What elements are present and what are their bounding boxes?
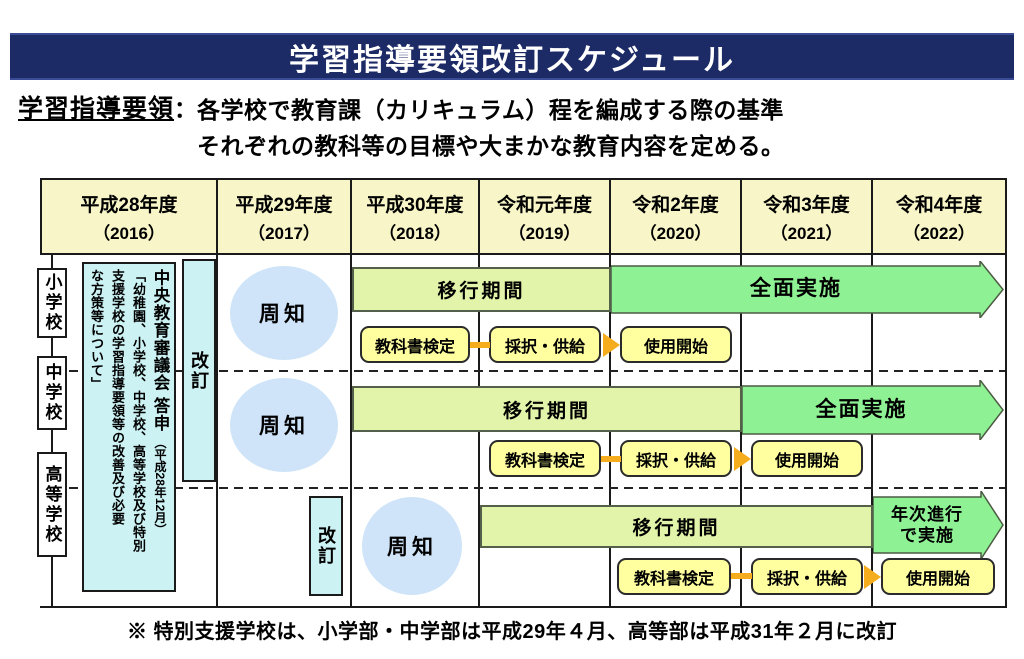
revision-box-high-school: 改訂 bbox=[309, 496, 343, 596]
council-report-heading: 中央教育審議会 答申 bbox=[151, 269, 169, 433]
connector-arrow-elementary bbox=[603, 333, 620, 357]
transition-bar-elementary: 移行期間 bbox=[352, 267, 611, 312]
step-use-start-junior-high: 使用開始 bbox=[751, 440, 863, 477]
year-header-2019: 令和元年度 （2019） bbox=[480, 180, 611, 253]
row-label-elementary: 小学校 bbox=[37, 268, 67, 338]
definition-term: 学習指導要領 bbox=[18, 95, 175, 123]
annual-implementation-label: 年次進行 で実施 bbox=[873, 491, 1005, 559]
connector-line-high-school bbox=[731, 573, 752, 579]
annual-implementation-line-2: で実施 bbox=[900, 526, 954, 545]
row-label-junior-high: 中学校 bbox=[37, 356, 67, 430]
step-adoption-supply-junior-high: 採択・供給 bbox=[620, 440, 732, 477]
definition-text: 各学校で教育課（カリキュラム）程を編成する際の基準 それぞれの教科等の目標や大ま… bbox=[197, 92, 785, 164]
year-header-2018: 平成30年度 （2018） bbox=[352, 180, 480, 253]
connector-arrow-junior-high bbox=[734, 447, 751, 471]
full-implementation-label: 全面実施 bbox=[815, 397, 908, 421]
year-header-row: 平成28年度 （2016） 平成29年度 （2017） 平成30年度 （2018… bbox=[40, 178, 1007, 255]
arrow-shape bbox=[611, 261, 1004, 318]
step-textbook-screening-junior-high: 教科書検定 bbox=[489, 440, 601, 477]
council-report-quote-1: 「幼稚園、小学校、中学校、高等学校及び特別 bbox=[131, 269, 146, 553]
footnote: ※ 特別支援学校は、小学部・中学部は平成29年４月、高等部は平成31年２月に改訂 bbox=[126, 621, 898, 643]
full-implementation-label: 全面実施 bbox=[750, 277, 842, 301]
title-banner: 学習指導要領改訂スケジュール bbox=[10, 33, 1014, 80]
announce-circle-high-school: 周知 bbox=[362, 497, 462, 595]
year-header-2017: 平成29年度 （2017） bbox=[218, 180, 352, 253]
step-textbook-screening-high-school: 教科書検定 bbox=[617, 558, 731, 595]
row-label-high-school: 高等学校 bbox=[37, 452, 67, 557]
step-use-start-elementary: 使用開始 bbox=[620, 326, 732, 363]
announce-circle-junior-high: 周知 bbox=[230, 378, 338, 472]
transition-bar-junior-high: 移行期間 bbox=[352, 386, 742, 432]
page-title: 学習指導要領改訂スケジュール bbox=[289, 43, 735, 77]
council-report-quote-2: 支援学校の学習指導要領等の改善及び必要 bbox=[110, 269, 125, 526]
annual-implementation-line-1: 年次進行 bbox=[891, 504, 963, 524]
row-divider-elementary-junior bbox=[54, 370, 1005, 372]
revision-box-elementary-junior: 改訂 bbox=[182, 259, 216, 482]
council-report-heading-column: 中央教育審議会 答申 （平成28年12月） bbox=[149, 269, 171, 585]
connector-line-elementary bbox=[470, 342, 490, 348]
table-right-border bbox=[1005, 254, 1007, 608]
arrow-shape bbox=[742, 380, 1004, 440]
year-header-2021: 令和3年度 （2021） bbox=[742, 180, 873, 253]
full-implementation-arrow-junior-high: 全面実施 bbox=[742, 380, 1005, 440]
definition-block: 学習指導要領 ： 各学校で教育課（カリキュラム）程を編成する際の基準 それぞれの… bbox=[18, 92, 785, 164]
transition-bar-high-school: 移行期間 bbox=[480, 505, 873, 548]
year-header-2022: 令和4年度 （2022） bbox=[895, 194, 983, 243]
grid-line-col2 bbox=[350, 254, 352, 608]
connector-line-junior-high bbox=[601, 456, 621, 462]
council-report-quote-3: な方策等について」 bbox=[89, 269, 104, 391]
table-bottom-border bbox=[40, 606, 1007, 608]
definition-separator: ： bbox=[174, 96, 198, 122]
step-use-start-high-school: 使用開始 bbox=[881, 558, 995, 595]
year-header-2020: 令和2年度 （2020） bbox=[611, 180, 742, 253]
step-adoption-supply-high-school: 採択・供給 bbox=[751, 558, 863, 595]
definition-line-1: 各学校で教育課（カリキュラム）程を編成する際の基準 bbox=[197, 97, 784, 123]
council-report-box: 中央教育審議会 答申 （平成28年12月） 「幼稚園、小学校、中学校、高等学校及… bbox=[82, 262, 176, 592]
announce-circle-elementary: 周知 bbox=[230, 266, 338, 360]
full-implementation-arrow-elementary: 全面実施 bbox=[611, 261, 1005, 318]
annual-implementation-arrow-high-school: 年次進行 で実施 bbox=[873, 491, 1005, 559]
year-header-2016: 平成28年度 （2016） bbox=[42, 180, 218, 253]
step-adoption-supply-elementary: 採択・供給 bbox=[489, 326, 601, 363]
row-divider-junior-high bbox=[54, 487, 1005, 489]
definition-line-2: それぞれの教科等の目標や大まかな教育内容を定める。 bbox=[197, 133, 785, 159]
arrow-shape bbox=[873, 491, 1004, 559]
school-label-spine bbox=[51, 254, 53, 608]
step-textbook-screening-elementary: 教科書検定 bbox=[360, 326, 470, 363]
grid-line-col1 bbox=[216, 254, 218, 608]
council-report-date: （平成28年12月） bbox=[153, 436, 167, 536]
